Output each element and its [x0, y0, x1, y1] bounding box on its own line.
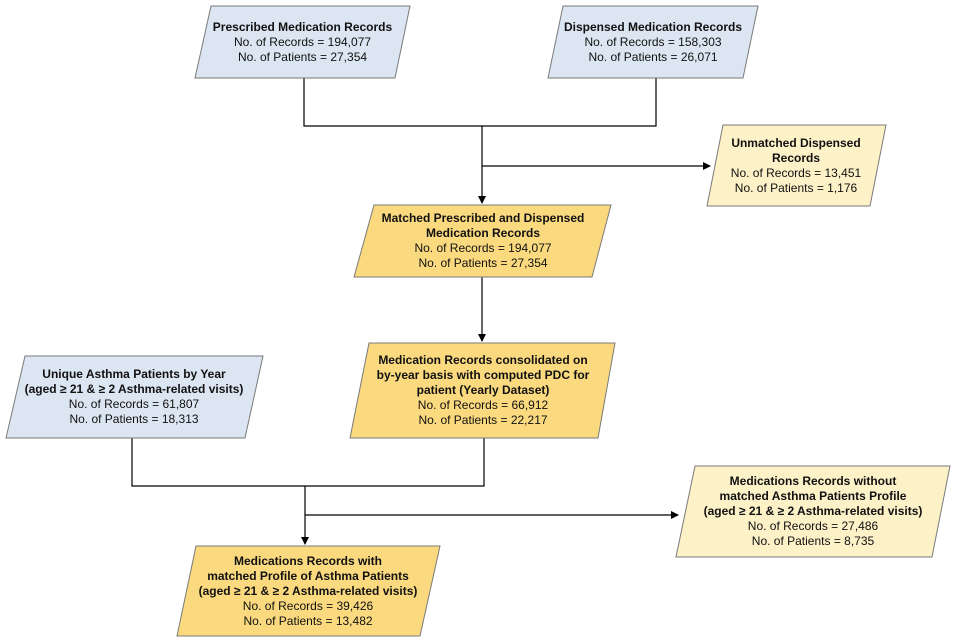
- with-profile-title-1: Medications Records with: [233, 553, 383, 568]
- matched-records-node: Matched Prescribed and Dispensed Medicat…: [362, 205, 604, 277]
- connectors: [131, 78, 711, 545]
- consolidated-records-shape: [349, 342, 616, 439]
- with-profile-shape: [176, 545, 441, 637]
- without-profile-records-count: No. of Records = 27,486: [747, 519, 879, 533]
- dispensed-patients-count: No. of Patients = 26,071: [588, 49, 718, 64]
- unique-asthma-patients-count: No. of Patients = 18,313: [69, 412, 199, 426]
- prescribed-records-node: Prescribed Medication Records No. of Rec…: [200, 6, 405, 78]
- consolidated-records-title-2: by-year basis with computed PDC for: [376, 368, 590, 382]
- consolidated-records-title-1: Medication Records consolidated on: [378, 353, 588, 367]
- prescribed-patients-count: No. of Patients = 27,354: [237, 49, 368, 64]
- unmatched-dispensed-records-count: No. of Records = 13,451: [730, 165, 862, 180]
- unique-asthma-patients-title-1: Unique Asthma Patients by Year: [42, 367, 226, 381]
- consolidated-records-node: Medication Records consolidated on by-ye…: [358, 343, 608, 438]
- without-profile-patients-count: No. of Patients = 8,735: [751, 534, 875, 548]
- unmatched-dispensed-title-2: Records: [771, 150, 821, 165]
- consolidated-patients-count: No. of Patients = 22,217: [418, 413, 548, 427]
- without-profile-title-2: matched Asthma Patients Profile: [719, 489, 907, 503]
- with-profile-title-3: (aged ≥ 21 & ≥ 2 Asthma-related visits): [198, 583, 418, 598]
- without-profile-shape: [675, 465, 951, 558]
- dispensed-records-title: Dispensed Medication Records: [563, 19, 743, 34]
- prescribed-records-title: Prescribed Medication Records: [212, 19, 393, 34]
- without-profile-title-3: (aged ≥ 21 & ≥ 2 Asthma-related visits): [703, 504, 923, 518]
- prescribed-records-count: No. of Records = 194,077: [233, 34, 372, 49]
- matched-records-title-2: Medication Records: [425, 226, 541, 240]
- matched-records-shape: [353, 204, 612, 278]
- unmatched-dispensed-title-1: Unmatched Dispensed: [731, 135, 861, 150]
- without-profile-title-1: Medications Records without: [729, 474, 897, 488]
- unique-asthma-records-count: No. of Records = 61,807: [68, 397, 200, 411]
- prescribed-records-shape: [194, 5, 411, 79]
- unique-asthma-patients-node: Unique Asthma Patients by Year (aged ≥ 2…: [12, 356, 256, 438]
- with-profile-node: Medications Records with matched Profile…: [184, 546, 432, 636]
- dispensed-records-shape: [547, 5, 759, 79]
- with-profile-title-2: matched Profile of Asthma Patients: [207, 568, 409, 583]
- dispensed-records-node: Dispensed Medication Records No. of Reco…: [553, 6, 753, 78]
- connector-prescribed-dispensed-merge: [303, 78, 657, 127]
- matched-patients-count: No. of Patients = 27,354: [418, 256, 548, 270]
- dispensed-records-count: No. of Records = 158,303: [584, 34, 722, 49]
- unmatched-dispensed-shape: [706, 124, 887, 207]
- consolidated-records-count: No. of Records = 66,912: [417, 398, 549, 412]
- matched-records-count: No. of Records = 194,077: [414, 241, 552, 255]
- unmatched-dispensed-node: Unmatched Dispensed Records No. of Recor…: [712, 125, 880, 206]
- connector-unique-consolidated-merge: [131, 438, 485, 487]
- without-profile-node: Medications Records without matched Asth…: [684, 466, 942, 557]
- with-profile-patients-count: No. of Patients = 13,482: [243, 613, 373, 628]
- consolidated-records-title-3: patient (Yearly Dataset): [416, 383, 550, 397]
- unmatched-dispensed-patients-count: No. of Patients = 1,176: [734, 180, 858, 195]
- unique-asthma-patients-title-2: (aged ≥ 21 & ≥ 2 Asthma-related visits): [24, 382, 244, 396]
- matched-records-title-1: Matched Prescribed and Dispensed: [381, 211, 585, 225]
- with-profile-records-count: No. of Records = 39,426: [242, 598, 374, 613]
- unique-asthma-patients-shape: [5, 355, 264, 439]
- shapes: [5, 5, 951, 637]
